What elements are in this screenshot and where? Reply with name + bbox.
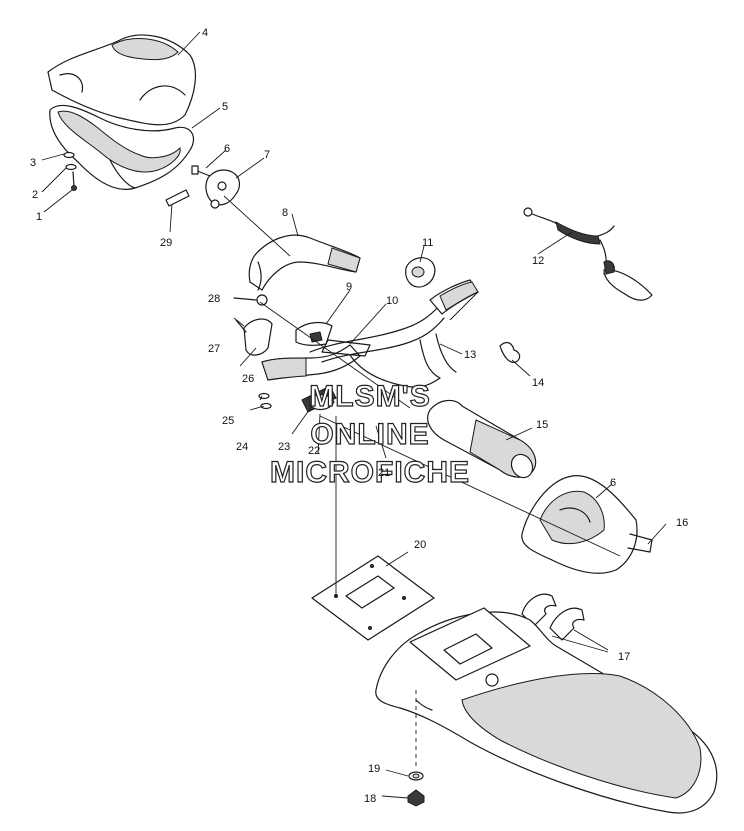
nut-washer-parts xyxy=(407,771,425,807)
callout-7: 7 xyxy=(264,149,270,161)
washer-parts-left xyxy=(258,392,272,410)
wing-nut-part xyxy=(499,341,521,363)
end-cap-part xyxy=(405,257,436,288)
callout-9: 9 xyxy=(346,281,352,293)
clamp-parts-mid xyxy=(301,385,337,413)
pin-part xyxy=(165,189,190,207)
callout-21: 21 xyxy=(378,467,390,479)
watermark-line-3: MICROFICHE xyxy=(270,456,470,489)
throttle-lever-part xyxy=(235,318,273,356)
callout-22: 22 xyxy=(308,445,320,457)
callout-20: 20 xyxy=(414,539,426,551)
callout-16: 16 xyxy=(676,517,688,529)
callout-6b: 6 xyxy=(610,477,616,489)
callout-26: 26 xyxy=(242,373,254,385)
callout-8: 8 xyxy=(282,207,288,219)
callout-2: 2 xyxy=(32,189,38,201)
watermark: MLSM'S ONLINE MICROFICHE xyxy=(269,379,470,489)
callout-14: 14 xyxy=(532,377,544,389)
callout-6: 6 xyxy=(224,143,230,155)
callout-24: 24 xyxy=(236,441,248,453)
callout-13: 13 xyxy=(464,349,476,361)
lower-housing-part xyxy=(49,104,195,190)
callout-19: 19 xyxy=(368,763,380,775)
callout-25: 25 xyxy=(222,415,234,427)
clip-parts xyxy=(521,593,585,641)
callout-28: 28 xyxy=(208,293,220,305)
callout-5: 5 xyxy=(222,101,228,113)
right-housing-part xyxy=(521,475,653,574)
callout-labels: 4 5 3 2 1 6 7 29 8 11 12 28 9 10 27 13 2… xyxy=(30,27,688,805)
watermark-line-1: MLSM'S xyxy=(309,380,430,413)
hood-base-part xyxy=(375,607,718,814)
steering-cover-part xyxy=(47,34,196,126)
callout-18: 18 xyxy=(364,793,376,805)
clamp-parts-upper xyxy=(191,165,241,209)
callout-27: 27 xyxy=(208,343,220,355)
callout-29: 29 xyxy=(160,237,172,249)
callout-15: 15 xyxy=(536,419,548,431)
small-screw-part xyxy=(233,294,268,306)
leader-lines xyxy=(41,31,667,799)
upper-grip-part xyxy=(248,234,361,291)
screw-stack-parts xyxy=(63,151,77,191)
callout-23: 23 xyxy=(278,441,290,453)
callout-1: 1 xyxy=(36,211,42,223)
lanyard-part xyxy=(523,207,653,301)
callout-3: 3 xyxy=(30,157,36,169)
watermark-line-2: ONLINE xyxy=(310,418,429,451)
callout-10: 10 xyxy=(386,295,398,307)
callout-4: 4 xyxy=(202,27,208,39)
handlebar-part xyxy=(261,279,479,388)
right-grip-part xyxy=(427,399,537,479)
callout-12: 12 xyxy=(532,255,544,267)
mounting-plate-part xyxy=(311,555,435,641)
callout-17: 17 xyxy=(618,651,630,663)
callout-11: 11 xyxy=(422,237,433,249)
switch-cover-part xyxy=(295,321,333,346)
